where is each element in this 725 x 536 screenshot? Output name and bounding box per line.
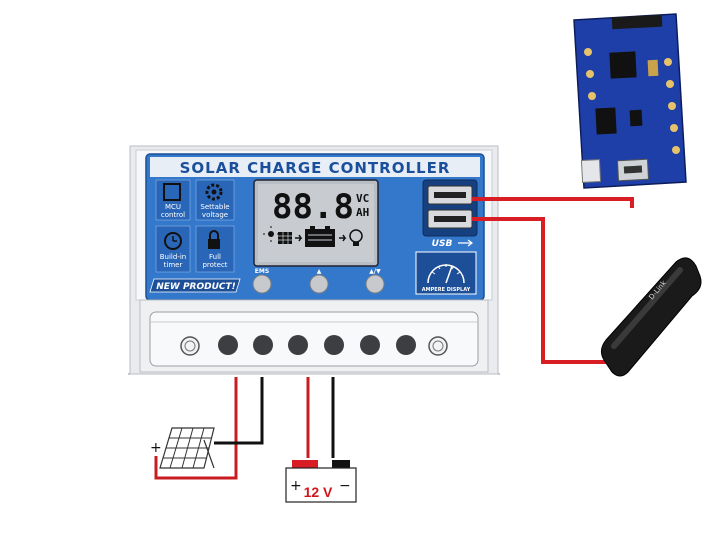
wire-solar-positive (154, 377, 238, 480)
terminal-screw (396, 335, 416, 355)
wire-usb-to-dongle (472, 217, 612, 364)
ems-button[interactable] (252, 274, 272, 294)
terminal-screw (218, 335, 238, 355)
mcu-chip-icon (609, 51, 637, 79)
button-label-up: ▲ (317, 268, 322, 275)
battery-negative-terminal (332, 460, 350, 468)
battery-minus-sign: − (339, 478, 351, 494)
feature-label: protect (202, 261, 227, 269)
lcd-arrow-icon (295, 234, 303, 242)
lcd-sun-icon (263, 226, 279, 242)
updown-button[interactable] (365, 274, 385, 294)
wire-usb-to-mcu (472, 197, 634, 208)
feature-label: MCU (165, 203, 181, 211)
regulator-chip (595, 107, 617, 135)
battery-plus-sign: + (290, 478, 302, 494)
gear-icon (205, 183, 223, 201)
feature-mcu: MCU control (155, 179, 191, 221)
lcd-arrow-icon (339, 234, 347, 242)
new-product-label: NEW PRODUCT! (156, 282, 236, 292)
feature-label: timer (164, 261, 183, 269)
usb-symbol-icon (458, 239, 473, 247)
button-label-ems: EMS (255, 268, 269, 275)
usb-dongle: D-Link (600, 257, 702, 377)
terminal-screw (324, 335, 344, 355)
solar-plus-sign: + (150, 440, 162, 456)
lcd-battery-icon (305, 226, 335, 247)
lcd-bulb-icon (349, 229, 363, 246)
lcd-unit-top: VC (356, 192, 369, 205)
controller-title: SOLAR CHARGE CONTROLLER (180, 159, 451, 177)
feature-label: Settable (200, 203, 229, 211)
terminal-screw (360, 335, 380, 355)
button-label-updown: ▲/▼ (369, 268, 381, 275)
ampere-label: AMPERE DISPLAY (422, 287, 471, 293)
up-button[interactable] (309, 274, 329, 294)
screw-hole (428, 336, 448, 356)
solar-minus-sign: − (218, 436, 230, 452)
antenna-chip (611, 14, 663, 30)
feature-timer: Build-in timer (155, 225, 191, 273)
new-product-banner (149, 278, 241, 293)
battery-voltage-label: 12 V (304, 484, 333, 500)
feature-protect: Full protect (195, 225, 235, 273)
terminal-block (149, 311, 479, 367)
solar-charge-controller: SOLAR CHARGE CONTROLLER MCU control Sett… (128, 145, 500, 375)
wire-solar-negative (214, 377, 264, 445)
solar-panel: + − (150, 427, 230, 469)
microcontroller-board (573, 13, 687, 189)
lock-icon (208, 239, 220, 249)
feature-label: Build-in (160, 253, 186, 261)
terminal-screw (288, 335, 308, 355)
wires (154, 197, 634, 480)
lcd-panel-icon (278, 232, 292, 244)
battery-positive-terminal (292, 460, 318, 468)
screw-hole (180, 336, 200, 356)
ampere-display: AMPERE DISPLAY (415, 251, 477, 295)
usb-label: USB (432, 239, 453, 249)
feature-label: Full (209, 253, 221, 261)
feature-label: voltage (202, 211, 228, 219)
lcd-digits: 88.8 (272, 187, 354, 227)
chip-icon (163, 183, 181, 201)
lcd-unit-bottom: AH (356, 206, 369, 219)
reset-button[interactable] (580, 159, 602, 183)
feature-label: control (161, 211, 185, 219)
feature-settable: Settable voltage (195, 179, 235, 221)
terminal-screw (253, 335, 273, 355)
clock-icon (164, 232, 182, 250)
controller-buttons: EMS ▲ ▲/▼ (252, 268, 385, 294)
battery: + − 12 V (285, 460, 357, 503)
usb-ports: USB (422, 179, 478, 249)
